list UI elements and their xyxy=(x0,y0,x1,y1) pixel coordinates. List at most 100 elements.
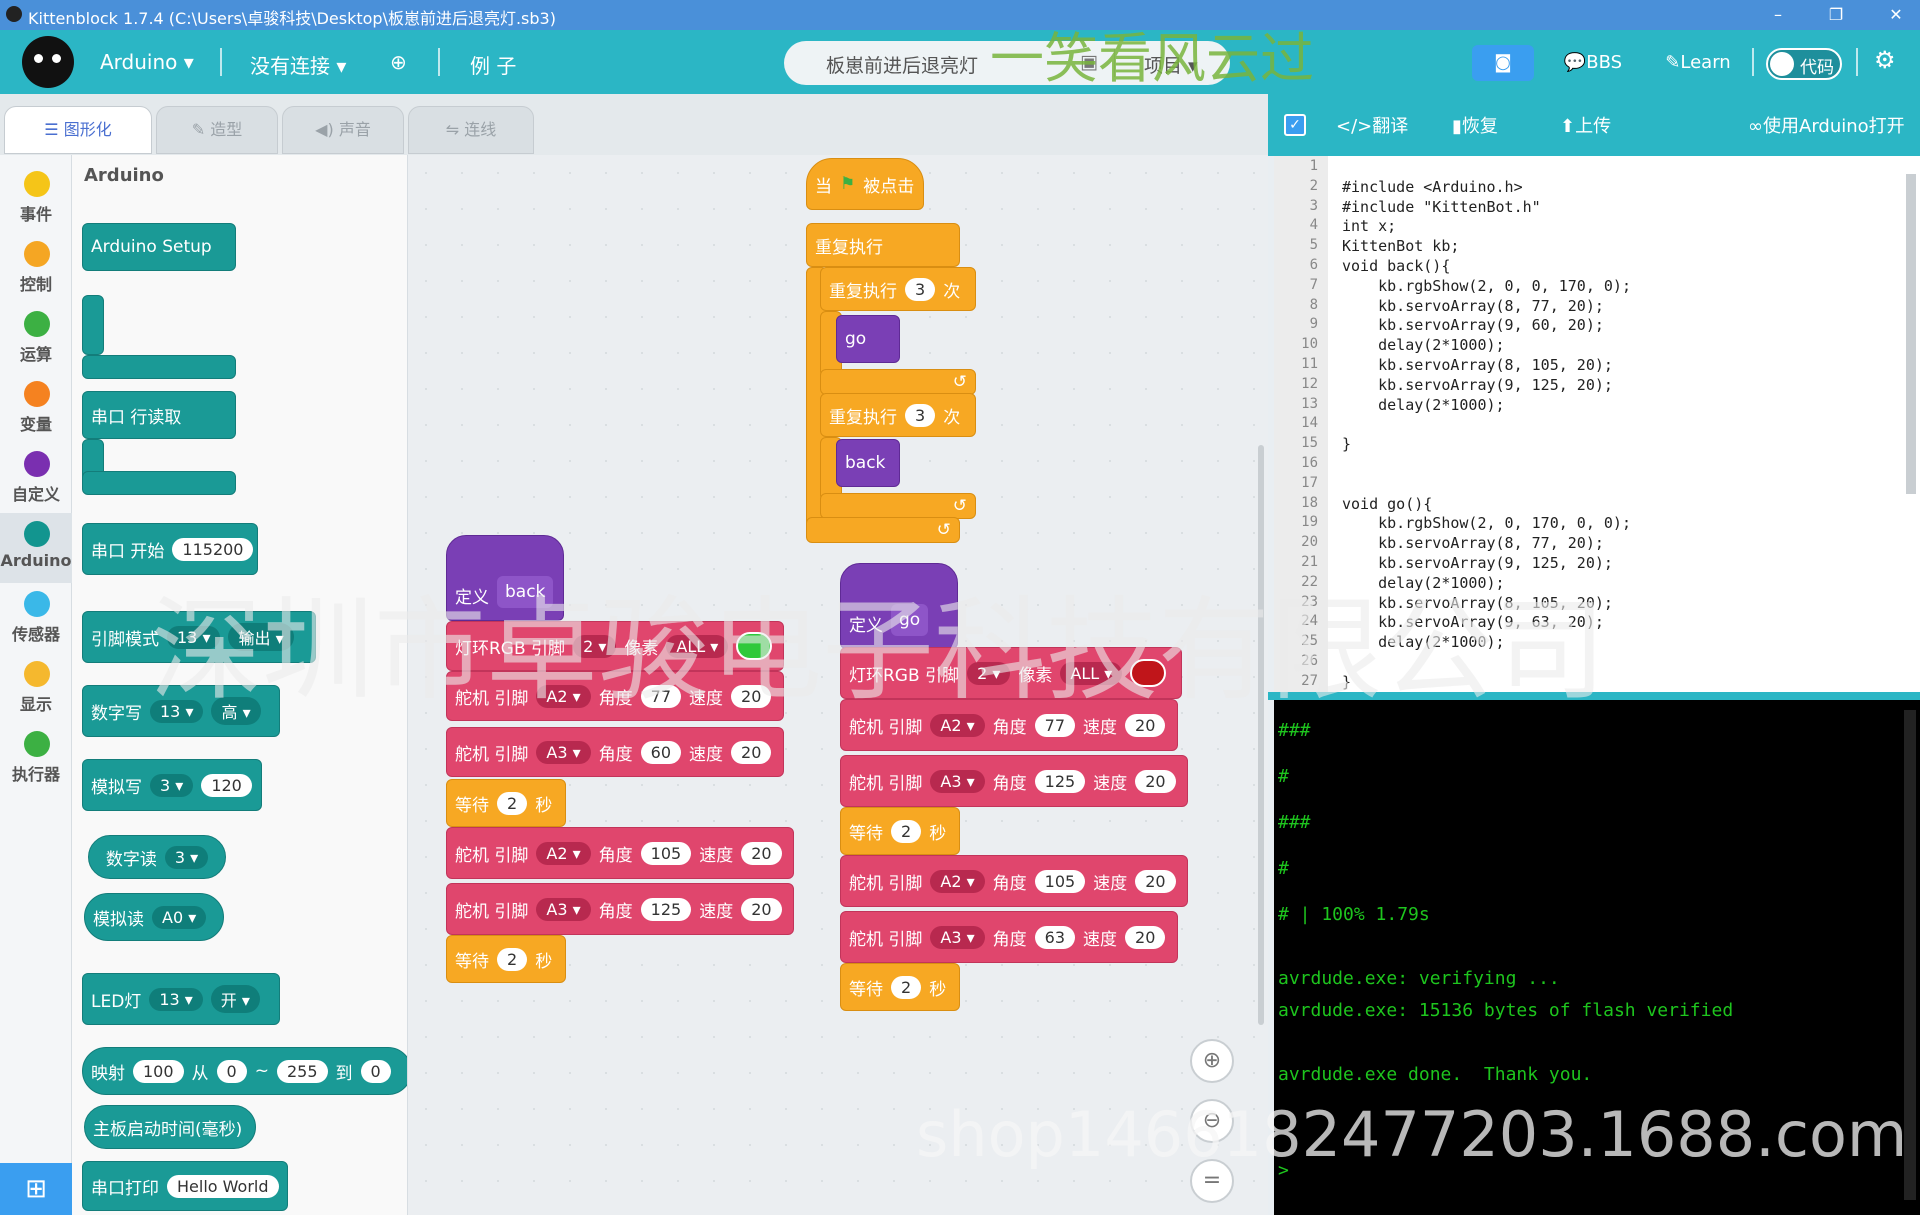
code-line[interactable]: #include <Arduino.h> xyxy=(1342,177,1523,196)
code-line[interactable]: kb.servoArray(8, 77, 20); xyxy=(1342,534,1604,553)
rgb-color-swatch[interactable] xyxy=(736,632,773,660)
tab-blocks[interactable]: ☰ 图形化 xyxy=(4,106,152,154)
category-item[interactable]: 运算 xyxy=(0,303,72,373)
code-line[interactable]: kb.rgbShow(2, 0, 0, 170, 0); xyxy=(1342,276,1631,295)
code-toggle[interactable]: 代码 xyxy=(1766,48,1842,80)
code-line[interactable]: delay(2*1000); xyxy=(1342,573,1505,592)
arduino-menu[interactable]: Arduino ▾ xyxy=(100,50,194,74)
restore-button[interactable]: ▮恢复 xyxy=(1452,116,1498,137)
add-extension-button[interactable]: ⊞ xyxy=(0,1163,72,1215)
category-item[interactable]: 传感器 xyxy=(0,583,72,653)
bbs-button[interactable]: 💬BBS xyxy=(1563,52,1623,73)
category-item[interactable]: 执行器 xyxy=(0,723,72,793)
workspace-scrollbar[interactable] xyxy=(1258,445,1264,1025)
code-line[interactable]: kb.servoArray(9, 125, 20); xyxy=(1342,554,1613,572)
block-serial-readline[interactable]: 串口 行读取 xyxy=(82,391,236,439)
forever-block[interactable]: 重复执行 xyxy=(806,223,960,267)
gear-icon[interactable]: ⚙ xyxy=(1874,46,1896,74)
tab-sounds[interactable]: ◀) 声音 xyxy=(282,106,404,154)
code-line[interactable]: KittenBot kb; xyxy=(1342,237,1460,256)
block-millis[interactable]: 主板启动时间(毫秒) xyxy=(84,1105,256,1149)
checkbox[interactable]: ✓ xyxy=(1284,114,1306,136)
zoom-reset-icon[interactable]: = xyxy=(1190,1159,1234,1203)
minimize-icon[interactable]: – xyxy=(1774,5,1782,24)
code-line[interactable]: } xyxy=(1342,435,1352,454)
code-line[interactable]: kb.servoArray(8, 105, 20); xyxy=(1342,593,1613,612)
project-name[interactable]: 板崽前进后退亮灯 xyxy=(826,55,979,77)
define-go-block[interactable]: 定义 go xyxy=(840,563,958,649)
category-item[interactable]: 自定义 xyxy=(0,443,72,513)
translate-button[interactable]: </>翻译 xyxy=(1336,116,1409,137)
code-line[interactable]: kb.servoArray(9, 63, 20); xyxy=(1342,613,1604,632)
code-lines[interactable]: #include <Arduino.h>#include "KittenBot.… xyxy=(1274,156,1894,692)
code-line[interactable]: void go(){ xyxy=(1342,494,1433,513)
editor-scrollbar[interactable] xyxy=(1906,174,1916,494)
category-item[interactable]: 事件 xyxy=(0,163,72,233)
define-back-block[interactable]: 定义 back xyxy=(446,535,564,621)
open-arduino-button[interactable]: ∞使用Arduino打开 xyxy=(1748,116,1905,137)
call-go-block[interactable]: go xyxy=(836,315,900,363)
project-name-box[interactable]: 板崽前进后退亮灯 ▣ 项目 ▾ xyxy=(784,41,1230,85)
code-line[interactable]: delay(2*1000); xyxy=(1342,633,1505,652)
code-line[interactable]: delay(2*1000); xyxy=(1342,336,1505,355)
block-arduino-setup[interactable]: Arduino Setup xyxy=(82,223,236,271)
code-line[interactable]: delay(2*1000); xyxy=(1342,395,1505,414)
close-icon[interactable]: ✕ xyxy=(1889,5,1903,24)
category-item[interactable]: 变量 xyxy=(0,373,72,443)
splitter[interactable] xyxy=(1268,692,1920,700)
category-item[interactable]: 显示 xyxy=(0,653,72,723)
code-line[interactable]: kb.servoArray(9, 60, 20); xyxy=(1342,316,1604,335)
code-line[interactable]: kb.rgbShow(2, 0, 170, 0, 0); xyxy=(1342,514,1631,533)
project-menu[interactable]: 项目 ▾ xyxy=(1144,55,1198,77)
code-line[interactable]: void back(){ xyxy=(1342,257,1451,275)
maximize-icon[interactable]: ❐ xyxy=(1828,5,1844,24)
code-line[interactable]: kb.servoArray(8, 77, 20); xyxy=(1342,296,1604,315)
zoom-in-icon[interactable]: ⊕ xyxy=(1190,1039,1234,1083)
globe-icon[interactable]: ⊕ xyxy=(390,50,407,74)
call-back-block[interactable]: back xyxy=(836,439,900,487)
category-item[interactable]: 控制 xyxy=(0,233,72,303)
code-line[interactable]: kb.servoArray(9, 125, 20); xyxy=(1342,375,1613,394)
screenshot-button[interactable]: ◙ xyxy=(1472,45,1534,81)
save-icon[interactable]: ▣ xyxy=(1080,51,1098,73)
console-scrollbar[interactable] xyxy=(1904,710,1916,1200)
code-line[interactable]: #include "KittenBot.h" xyxy=(1342,197,1541,216)
rgb-color-swatch[interactable] xyxy=(1130,659,1167,687)
learn-button[interactable]: ✎Learn xyxy=(1665,52,1731,73)
code-line[interactable]: int x; xyxy=(1342,217,1397,236)
code-line[interactable]: kb.servoArray(8, 105, 20); xyxy=(1342,356,1613,374)
zoom-out-icon[interactable]: ⊖ xyxy=(1190,1099,1234,1143)
tab-costumes[interactable]: ✎ 造型 xyxy=(156,106,278,154)
when-flag-clicked-block[interactable]: 当⚑被点击 xyxy=(806,158,924,210)
code-line[interactable]: } xyxy=(1342,672,1352,691)
examples-menu[interactable]: 例 子 xyxy=(470,54,517,78)
